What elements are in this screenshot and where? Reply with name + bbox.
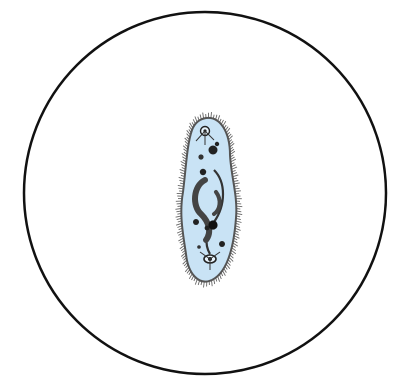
- food-vacuole: [209, 146, 218, 155]
- cilium: [235, 191, 241, 192]
- food-vacuole: [215, 142, 219, 146]
- food-vacuole: [198, 154, 203, 159]
- food-vacuole: [208, 220, 217, 229]
- food-vacuole: [219, 241, 225, 247]
- food-vacuole: [193, 219, 199, 225]
- food-vacuole: [197, 245, 201, 249]
- food-vacuole: [205, 226, 210, 231]
- cilium: [236, 206, 242, 207]
- food-vacuole: [200, 169, 206, 175]
